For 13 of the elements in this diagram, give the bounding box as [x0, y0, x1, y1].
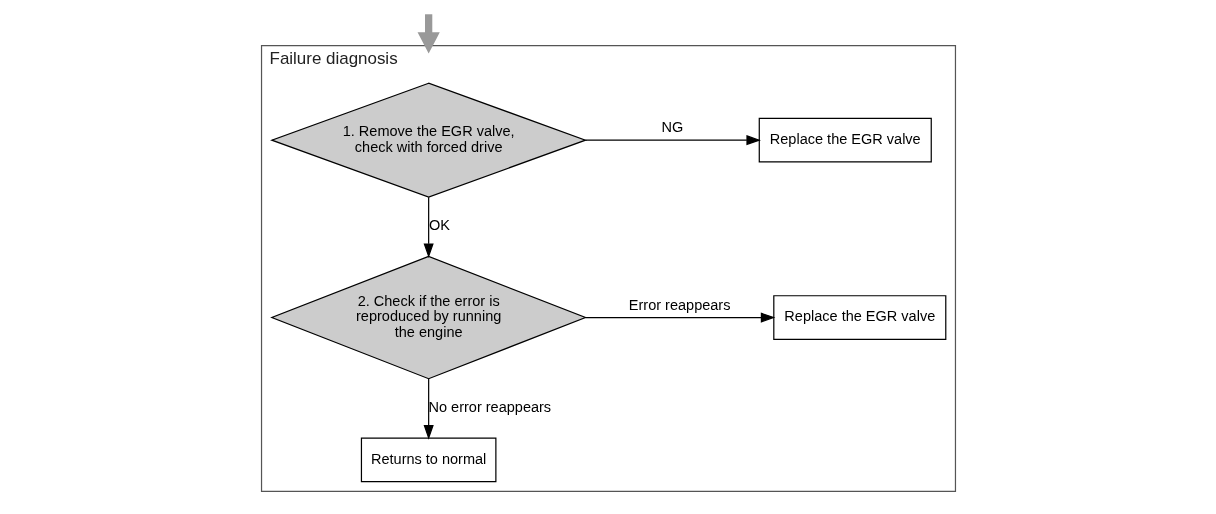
arrow	[584, 312, 775, 323]
edge-label: No error reappears	[428, 399, 551, 416]
edge-label: Error reappears	[628, 296, 730, 313]
arrow	[584, 135, 761, 146]
arrow	[423, 196, 434, 259]
node-box: Replace the EGR valve	[772, 295, 946, 340]
node-diamond: 2. Check if the error is reproduced by running the engine	[269, 255, 587, 380]
node-diamond: 1. Remove the EGR valve, check with forced drive	[269, 82, 587, 198]
edge-label: OK	[428, 217, 450, 234]
node-box: Returns to normal	[360, 437, 496, 483]
node-box: Replace the EGR valve	[758, 117, 932, 163]
arrow	[423, 378, 434, 440]
edge-label: NG	[660, 119, 683, 136]
